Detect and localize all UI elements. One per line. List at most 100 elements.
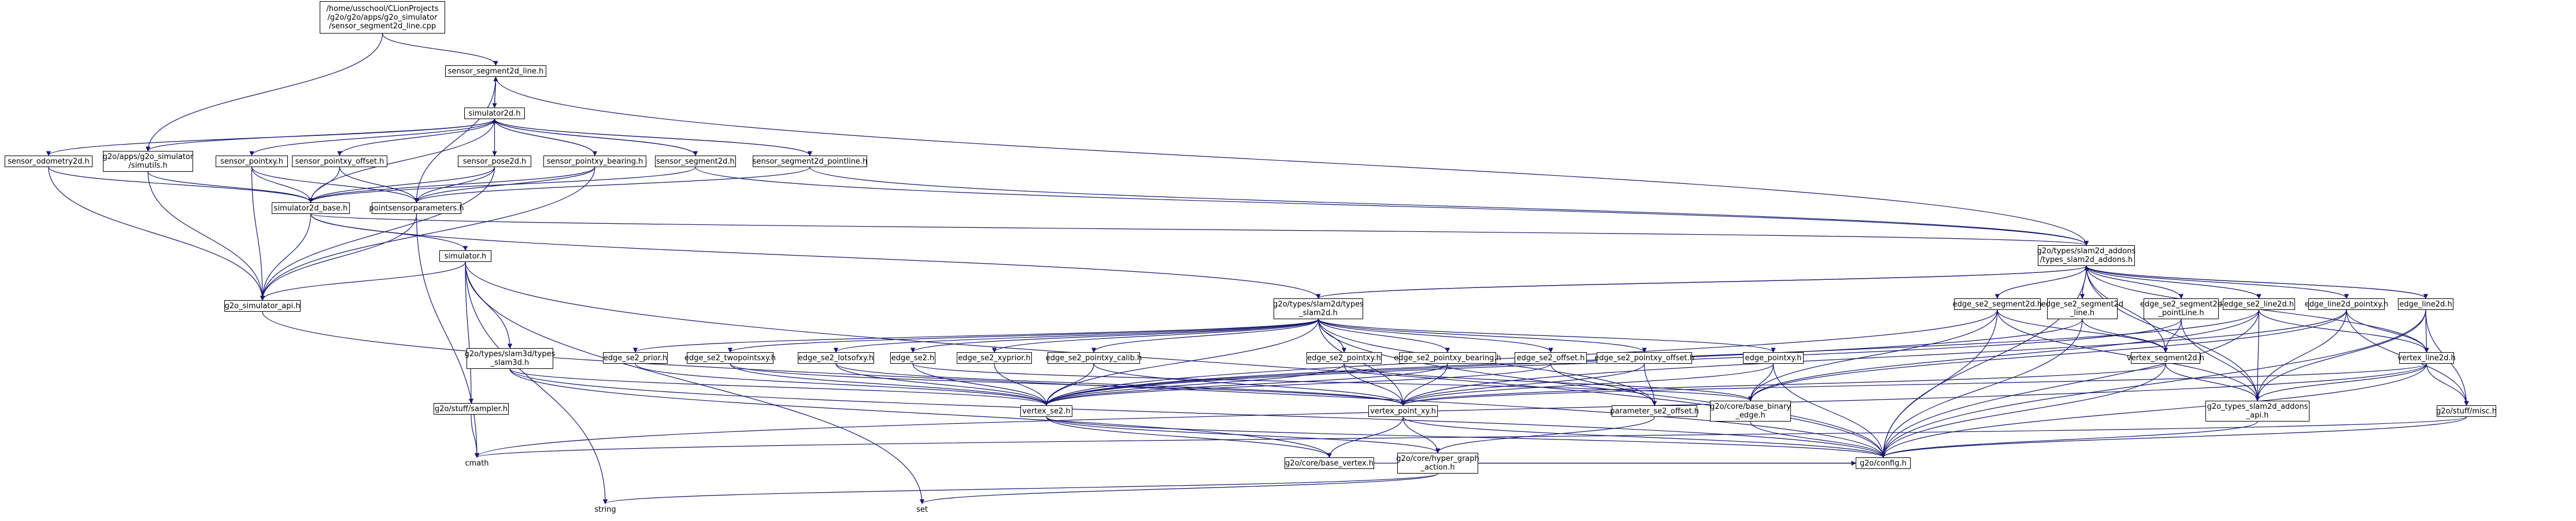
edge-t2d-to-epxyb: [1317, 319, 1450, 353]
node-base-vertex-h[interactable]: g2o/core/base_vertex.h: [1285, 457, 1374, 469]
node-sensor-pointxy-bearing-h[interactable]: sensor_pointxy_bearing.h: [543, 156, 646, 167]
node-cmath[interactable]: cmath: [465, 459, 489, 468]
edge-t2d-to-eprior: [633, 319, 1319, 353]
edge-spose-to-s2base: [308, 167, 495, 203]
node-sensor-segment2d-line-h[interactable]: sensor_segment2d_line.h: [445, 65, 546, 77]
node-edge-se2-line2d-h[interactable]: edge_se2_line2d.h: [2223, 298, 2295, 310]
node-vertex-se2-h[interactable]: vertex_se2.h: [1020, 405, 1072, 417]
node-vertex-segment2d-h[interactable]: vertex_segment2d.h: [2127, 352, 2204, 364]
node-stuff-misc-h[interactable]: g2o/stuff/misc.h: [2436, 405, 2497, 417]
edge-simh-to-string: [465, 261, 608, 504]
node-edge-se2-xyprior-h[interactable]: edge_se2_xyprior.h: [957, 352, 1032, 364]
edge-eline2d-to-bbe: [1748, 309, 2347, 401]
edge-sim2d-to-s2base: [308, 119, 495, 203]
node-edge-se2-lotsofxy-h[interactable]: edge_se2_lotsofxy.h: [798, 352, 874, 364]
node-sensor-segment2d-pointline-h[interactable]: sensor_segment2d_pointline.h: [753, 156, 867, 167]
edge-s2base-to-addons: [310, 213, 2089, 246]
edge-vpxy-to-hga: [1402, 416, 1441, 453]
node-edge-se2-pointxy-calib-h[interactable]: edge_se2_pointxy_calib.h: [1046, 352, 1142, 364]
node-base-binary-edge-h[interactable]: g2o/core/base_binary _edge.h: [1710, 401, 1791, 422]
edge-vseg-to-addapi: [2165, 363, 2260, 401]
edge-addons-to-cfg: [1881, 265, 2087, 458]
node-set[interactable]: set: [916, 505, 928, 514]
edge-simh-to-t3d: [465, 261, 513, 349]
edge-addapi-to-cfg: [1881, 421, 2258, 458]
node-root-file[interactable]: /home/usschool/CLionProjects /g2o/g2o/ap…: [320, 1, 445, 34]
node-edge-se2-segment2d-line-h[interactable]: edge_se2_segment2d _line.h: [2041, 298, 2123, 319]
edge-eptxy-to-vpxy: [1400, 363, 1774, 406]
edge-epxyo-to-pso: [1644, 363, 1657, 406]
node-edge-pointxy-h[interactable]: edge_pointxy.h: [1743, 352, 1804, 364]
edge-ssegp-to-addons: [809, 167, 2089, 246]
edge-t2d-to-exyprior: [991, 319, 1319, 353]
node-pointsensorparameters-h[interactable]: pointsensorparameters.h: [369, 202, 464, 214]
edge-sseg-to-sim2d: [492, 119, 696, 156]
edge-sim2d-to-simlib: [145, 119, 495, 152]
node-edge-se2-pointxy-offset-h[interactable]: edge_se2_pointxy_offset.h: [1594, 352, 1694, 364]
node-edge-line2d-pointxy-h[interactable]: edge_line2d_pointxy.h: [2305, 298, 2388, 310]
node-parameter-se2-offset-h[interactable]: parameter_se2_offset.h: [1610, 405, 1699, 417]
node-sensor-odometry2d-h[interactable]: sensor_odometry2d.h: [5, 156, 92, 167]
edge-vse2-to-hga: [1046, 416, 1441, 453]
edge-misc-to-cfg: [1881, 416, 2467, 458]
edge-el2d-to-cfg: [1881, 309, 2426, 458]
node-sensor-pointxy-offset-h[interactable]: sensor_pointxy_offset.h: [292, 156, 387, 167]
node-sensor-pose2d-h[interactable]: sensor_pose2d.h: [458, 156, 531, 167]
edge-t2d-to-eptxy: [1317, 319, 1776, 353]
edge-spxyb-to-sim2d: [492, 119, 595, 156]
edge-eline-to-vline: [2258, 309, 2429, 353]
node-string[interactable]: string: [594, 505, 616, 514]
node-edge-se2-segment2d-h[interactable]: edge_se2_segment2d.h: [1953, 298, 2042, 310]
edge-t2d-to-eoff: [1317, 319, 1553, 353]
node-stuff-sampler-h[interactable]: g2o/stuff/sampler.h: [434, 403, 509, 415]
edge-sseg-to-s2base: [308, 167, 696, 203]
edge-vline-to-cmath: [475, 363, 2427, 458]
node-types-slam2d-addons-api-h[interactable]: g2o_types_slam2d_addons _api.h: [2205, 401, 2309, 422]
edge-eseg2dp-to-addapi: [2181, 319, 2260, 401]
node-types-slam2d-addons-h[interactable]: g2o/types/slam2d_addons /types_slam2d_ad…: [2037, 245, 2135, 266]
edge-misc-to-cmath: [475, 416, 2467, 458]
edge-spxyo-to-s2base: [308, 167, 340, 203]
node-types-slam3d-h[interactable]: g2o/types/slam3d/types _slam3d.h: [465, 348, 555, 369]
node-edge-se2-twopointsxy-h[interactable]: edge_se2_twopointsxy.h: [684, 352, 776, 364]
node-hyper-graph-action-h[interactable]: g2o/core/hyper_graph _action.h: [1396, 453, 1479, 474]
edge-psp-to-simapi: [260, 213, 417, 301]
node-edge-se2-prior-h[interactable]: edge_se2_prior.h: [603, 352, 668, 364]
node-simulator2d-base-h[interactable]: simulator2d_base.h: [272, 202, 350, 214]
edge-vseg-to-cfg: [1881, 363, 2166, 458]
edge-t2d-to-elotsof: [834, 319, 1319, 353]
edge-bbe-to-cfg: [1750, 421, 1886, 458]
node-types-slam2d-h[interactable]: g2o/types/slam2d/types _slam2d.h: [1273, 298, 1364, 319]
node-simutils-h[interactable]: g2o/apps/g2o_simulator /simutils.h: [103, 151, 193, 172]
edge-sim2d-to-ssl: [493, 76, 498, 108]
edge-el2d-to-addons: [2083, 265, 2426, 299]
node-edge-se2-pointxy-h[interactable]: edge_se2_pointxy.h: [1306, 352, 1382, 364]
edge-sampler-to-cmath: [471, 414, 480, 458]
node-g2o-simulator-api-h[interactable]: g2o_simulator_api.h: [224, 300, 301, 312]
node-vertex-point-xy-h[interactable]: vertex_point_xy.h: [1368, 405, 1438, 417]
node-simulator2d-h[interactable]: simulator2d.h: [464, 108, 525, 119]
edge-ese2-to-vse2: [912, 363, 1049, 406]
edge-eseg2dl-to-cfg: [1881, 319, 2083, 458]
edge-addons-to-eline: [2086, 265, 2262, 299]
node-g2o-config-h[interactable]: g2o/config.h: [1856, 457, 1911, 469]
node-sensor-pointxy-h[interactable]: sensor_pointxy.h: [216, 156, 288, 167]
node-edge-se2-segment2d-pointline-h[interactable]: edge_se2_segment2d _pointLine.h: [2140, 298, 2222, 319]
node-vertex-line2d-h[interactable]: vertex_line2d.h: [2397, 352, 2456, 364]
edge-ssl-to-psp: [414, 76, 497, 203]
node-edge-line2d-h[interactable]: edge_line2d.h: [2398, 298, 2453, 310]
edge-root-to-ssl: [382, 33, 498, 66]
edge-eprior-to-vse2: [635, 363, 1049, 406]
edge-etwo-to-vse2: [730, 363, 1049, 406]
edge-t2d-to-ese2: [910, 319, 1319, 353]
node-edge-se2-offset-h[interactable]: edge_se2_offset.h: [1515, 352, 1587, 364]
node-simulator-h[interactable]: simulator.h: [439, 250, 491, 262]
node-edge-se2-h[interactable]: edge_se2.h: [890, 352, 935, 364]
node-edge-se2-pointxy-bearing-h[interactable]: edge_se2_pointxy_bearing.h: [1394, 352, 1501, 364]
edge-t2d-to-epxyo: [1317, 319, 1647, 353]
node-sensor-segment2d-h[interactable]: sensor_segment2d.h: [655, 156, 736, 167]
edge-simlib-to-s2base: [147, 171, 313, 203]
edge-etwo-to-vpxy: [730, 363, 1405, 406]
edge-spxyb-to-s2base: [308, 167, 595, 203]
edge-simh-to-simapi: [260, 261, 466, 301]
